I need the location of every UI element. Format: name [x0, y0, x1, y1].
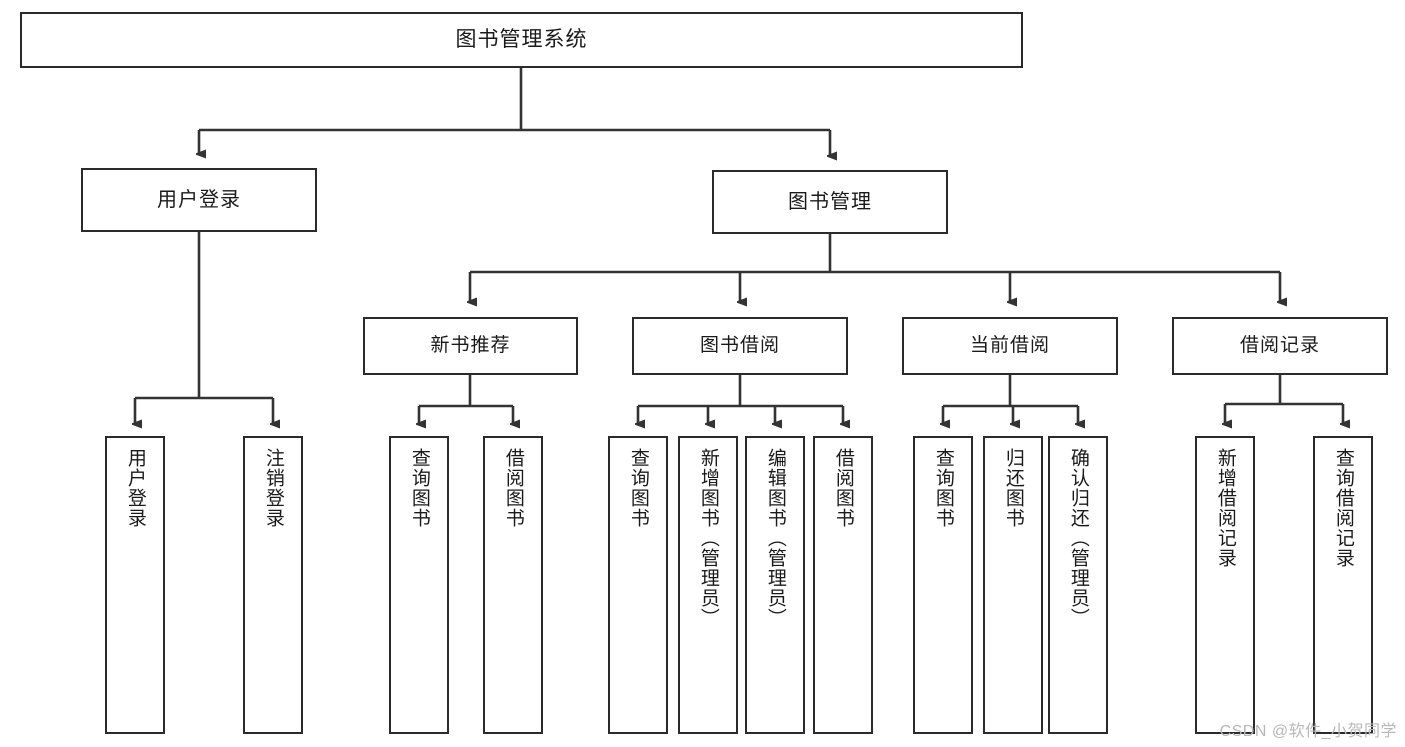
leaf-label: 注销登录: [262, 448, 284, 528]
leaf-current-return-book[interactable]: 归还图书: [983, 436, 1043, 734]
node-book-management[interactable]: 图书管理: [712, 170, 948, 234]
leaf-new-book-query[interactable]: 查询图书: [389, 436, 449, 734]
node-borrow-records[interactable]: 借阅记录: [1172, 317, 1388, 375]
leaf-records-add-record[interactable]: 新增借阅记录: [1195, 436, 1255, 734]
leaf-label: 借阅图书: [502, 448, 524, 528]
leaf-label: 归还图书: [1002, 448, 1024, 528]
leaf-label: 查询图书: [408, 448, 430, 528]
node-current-borrow-label: 当前借阅: [969, 334, 1050, 356]
leaf-label: 借阅图书: [832, 448, 854, 528]
leaf-records-query-record[interactable]: 查询借阅记录: [1313, 436, 1373, 734]
node-root[interactable]: 图书管理系统: [20, 12, 1023, 68]
node-current-borrow[interactable]: 当前借阅: [902, 317, 1118, 375]
leaf-current-confirm-return[interactable]: 确认归还（管理员）: [1048, 436, 1108, 734]
leaf-label: 编辑图书（管理员）: [764, 448, 786, 628]
leaf-new-book-borrow[interactable]: 借阅图书: [483, 436, 543, 734]
leaf-label: 用户登录: [124, 448, 146, 528]
leaf-borrow-edit-book[interactable]: 编辑图书（管理员）: [745, 436, 805, 734]
node-book-borrow[interactable]: 图书借阅: [632, 317, 848, 375]
leaf-user-login-login[interactable]: 用户登录: [105, 436, 165, 734]
leaf-label: 新增借阅记录: [1214, 448, 1236, 568]
leaf-label: 确认归还（管理员）: [1067, 448, 1089, 628]
node-book-management-label: 图书管理: [788, 191, 872, 213]
node-borrow-records-label: 借阅记录: [1239, 334, 1320, 356]
leaf-label: 查询图书: [627, 448, 649, 528]
leaf-user-login-logout[interactable]: 注销登录: [243, 436, 303, 734]
leaf-borrow-borrow-book[interactable]: 借阅图书: [813, 436, 873, 734]
node-user-login-label: 用户登录: [157, 189, 241, 211]
node-book-borrow-label: 图书借阅: [699, 334, 780, 356]
leaf-borrow-query-book[interactable]: 查询图书: [608, 436, 668, 734]
node-new-book-recommend[interactable]: 新书推荐: [363, 317, 578, 375]
node-new-book-recommend-label: 新书推荐: [430, 334, 511, 356]
leaf-label: 查询借阅记录: [1332, 448, 1354, 568]
node-user-login[interactable]: 用户登录: [81, 168, 317, 232]
leaf-current-query-book[interactable]: 查询图书: [913, 436, 973, 734]
leaf-borrow-add-book[interactable]: 新增图书（管理员）: [678, 436, 738, 734]
leaf-label: 查询图书: [932, 448, 954, 528]
watermark-text: CSDN @软件_小贺同学: [1219, 723, 1397, 740]
node-root-label: 图书管理系统: [455, 28, 588, 52]
leaf-label: 新增图书（管理员）: [697, 448, 719, 628]
